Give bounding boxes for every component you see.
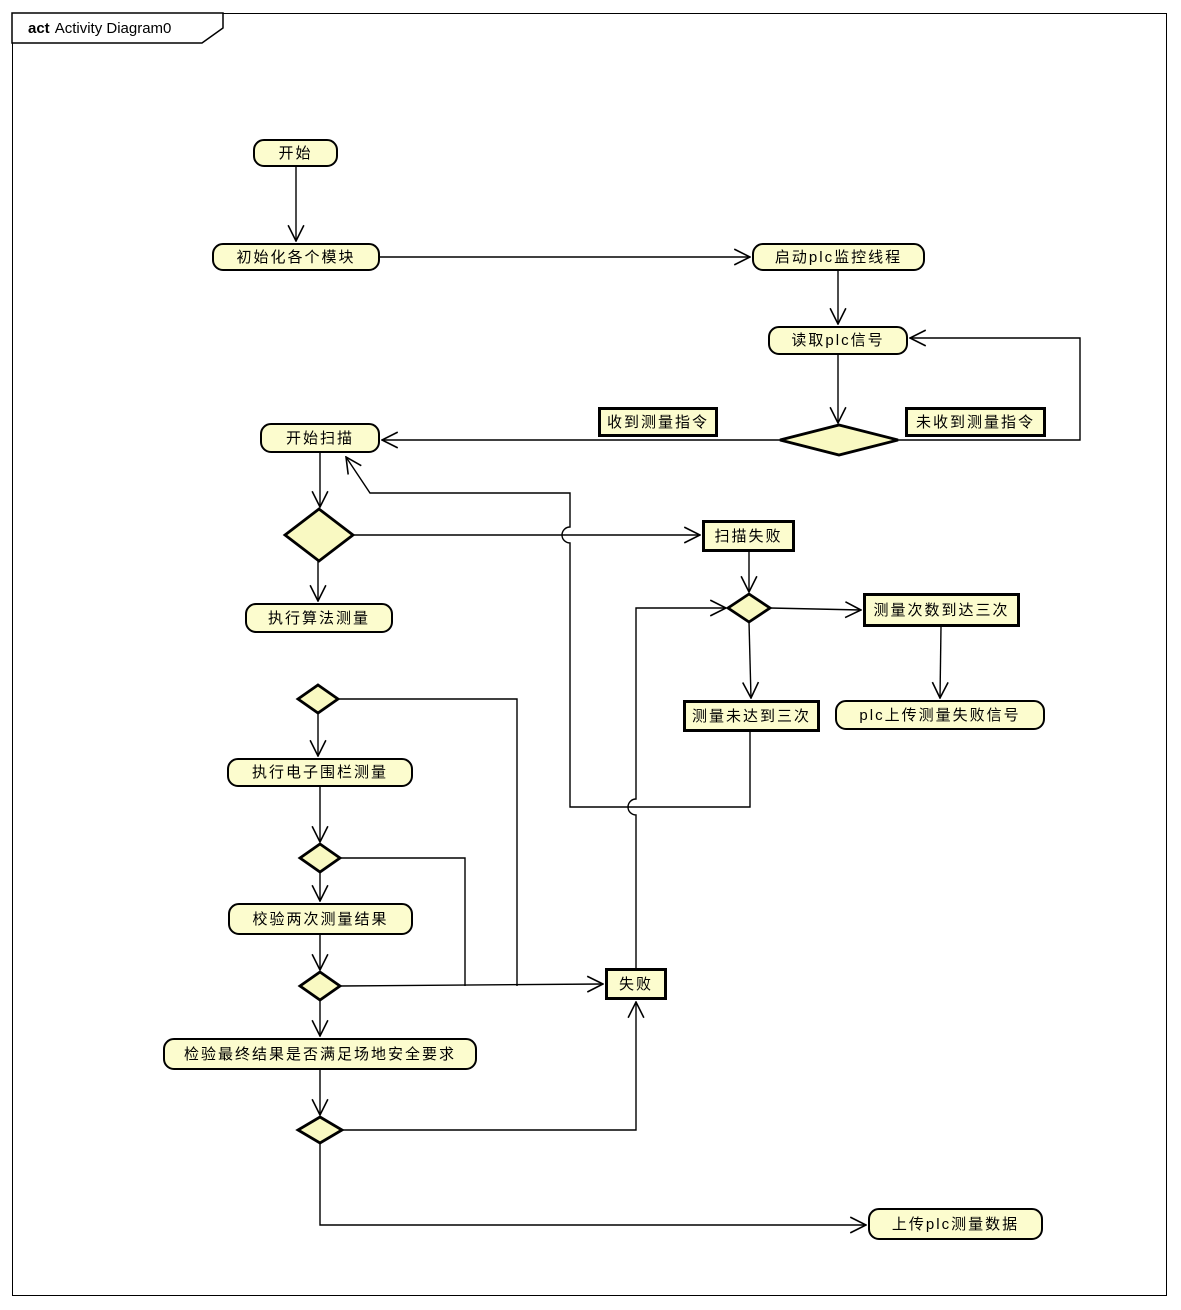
edge-failed-to-decision3	[627, 608, 726, 968]
note-received-measure-cmd[interactable]: 收到测量指令	[598, 407, 718, 437]
decision-plc-command[interactable]	[779, 423, 899, 457]
note-scan-failed[interactable]: 扫描失败	[702, 520, 795, 552]
activity-upload-plc-data[interactable]: 上传plc测量数据	[868, 1208, 1043, 1240]
edge-decision3-to-count-not-reached	[749, 621, 751, 698]
edge-decision4-to-failed	[338, 698, 518, 986]
activity-verify-two-measures[interactable]: 校验两次测量结果	[228, 903, 413, 935]
note-not-received-measure-cmd[interactable]: 未收到测量指令	[905, 407, 1046, 437]
frame-tab	[11, 12, 224, 44]
decision-measure-count[interactable]	[725, 592, 773, 624]
activity-exec-fence-measure[interactable]: 执行电子围栏测量	[227, 758, 413, 787]
diagram-frame	[12, 13, 1167, 1296]
edge-decision-back-to-read-signal	[898, 338, 1081, 441]
decision-scan-result[interactable]	[282, 507, 356, 563]
decision-verify-result[interactable]	[297, 970, 343, 1002]
decision-algorithm-result[interactable]	[295, 683, 341, 715]
note-failed[interactable]: 失败	[605, 968, 667, 1000]
edge-decision7-to-failed	[342, 1002, 636, 1131]
edge-decision3-to-count-reached	[769, 608, 861, 610]
edge-decision5-to-failed	[340, 857, 466, 986]
activity-init-modules[interactable]: 初始化各个模块	[212, 243, 380, 271]
decision-fence-result[interactable]	[297, 842, 343, 874]
edge-decision7-to-upload-data	[319, 1143, 866, 1225]
activity-exec-algorithm-measure[interactable]: 执行算法测量	[245, 603, 393, 633]
note-measure-count-reached-three[interactable]: 测量次数到达三次	[863, 593, 1020, 627]
edge-count-reached-to-upload-fail	[940, 626, 941, 698]
edge-retry-to-start-scan	[346, 457, 751, 808]
diagram-keyword: act	[28, 20, 50, 37]
diagram-name: Activity Diagram0	[54, 20, 172, 37]
activity-plc-upload-fail-signal[interactable]: plc上传测量失败信号	[835, 700, 1045, 730]
decision-final-result[interactable]	[295, 1115, 345, 1145]
activity-check-final-result[interactable]: 检验最终结果是否满足场地安全要求	[163, 1038, 477, 1070]
activity-read-plc-signal[interactable]: 读取plc信号	[768, 326, 908, 355]
edge-decision6-to-failed	[339, 984, 603, 986]
activity-start-plc-monitor[interactable]: 启动plc监控线程	[752, 243, 925, 271]
note-measure-not-reached-three[interactable]: 测量未达到三次	[683, 700, 820, 732]
activity-start-scan[interactable]: 开始扫描	[260, 423, 380, 453]
activity-start[interactable]: 开始	[253, 139, 338, 167]
